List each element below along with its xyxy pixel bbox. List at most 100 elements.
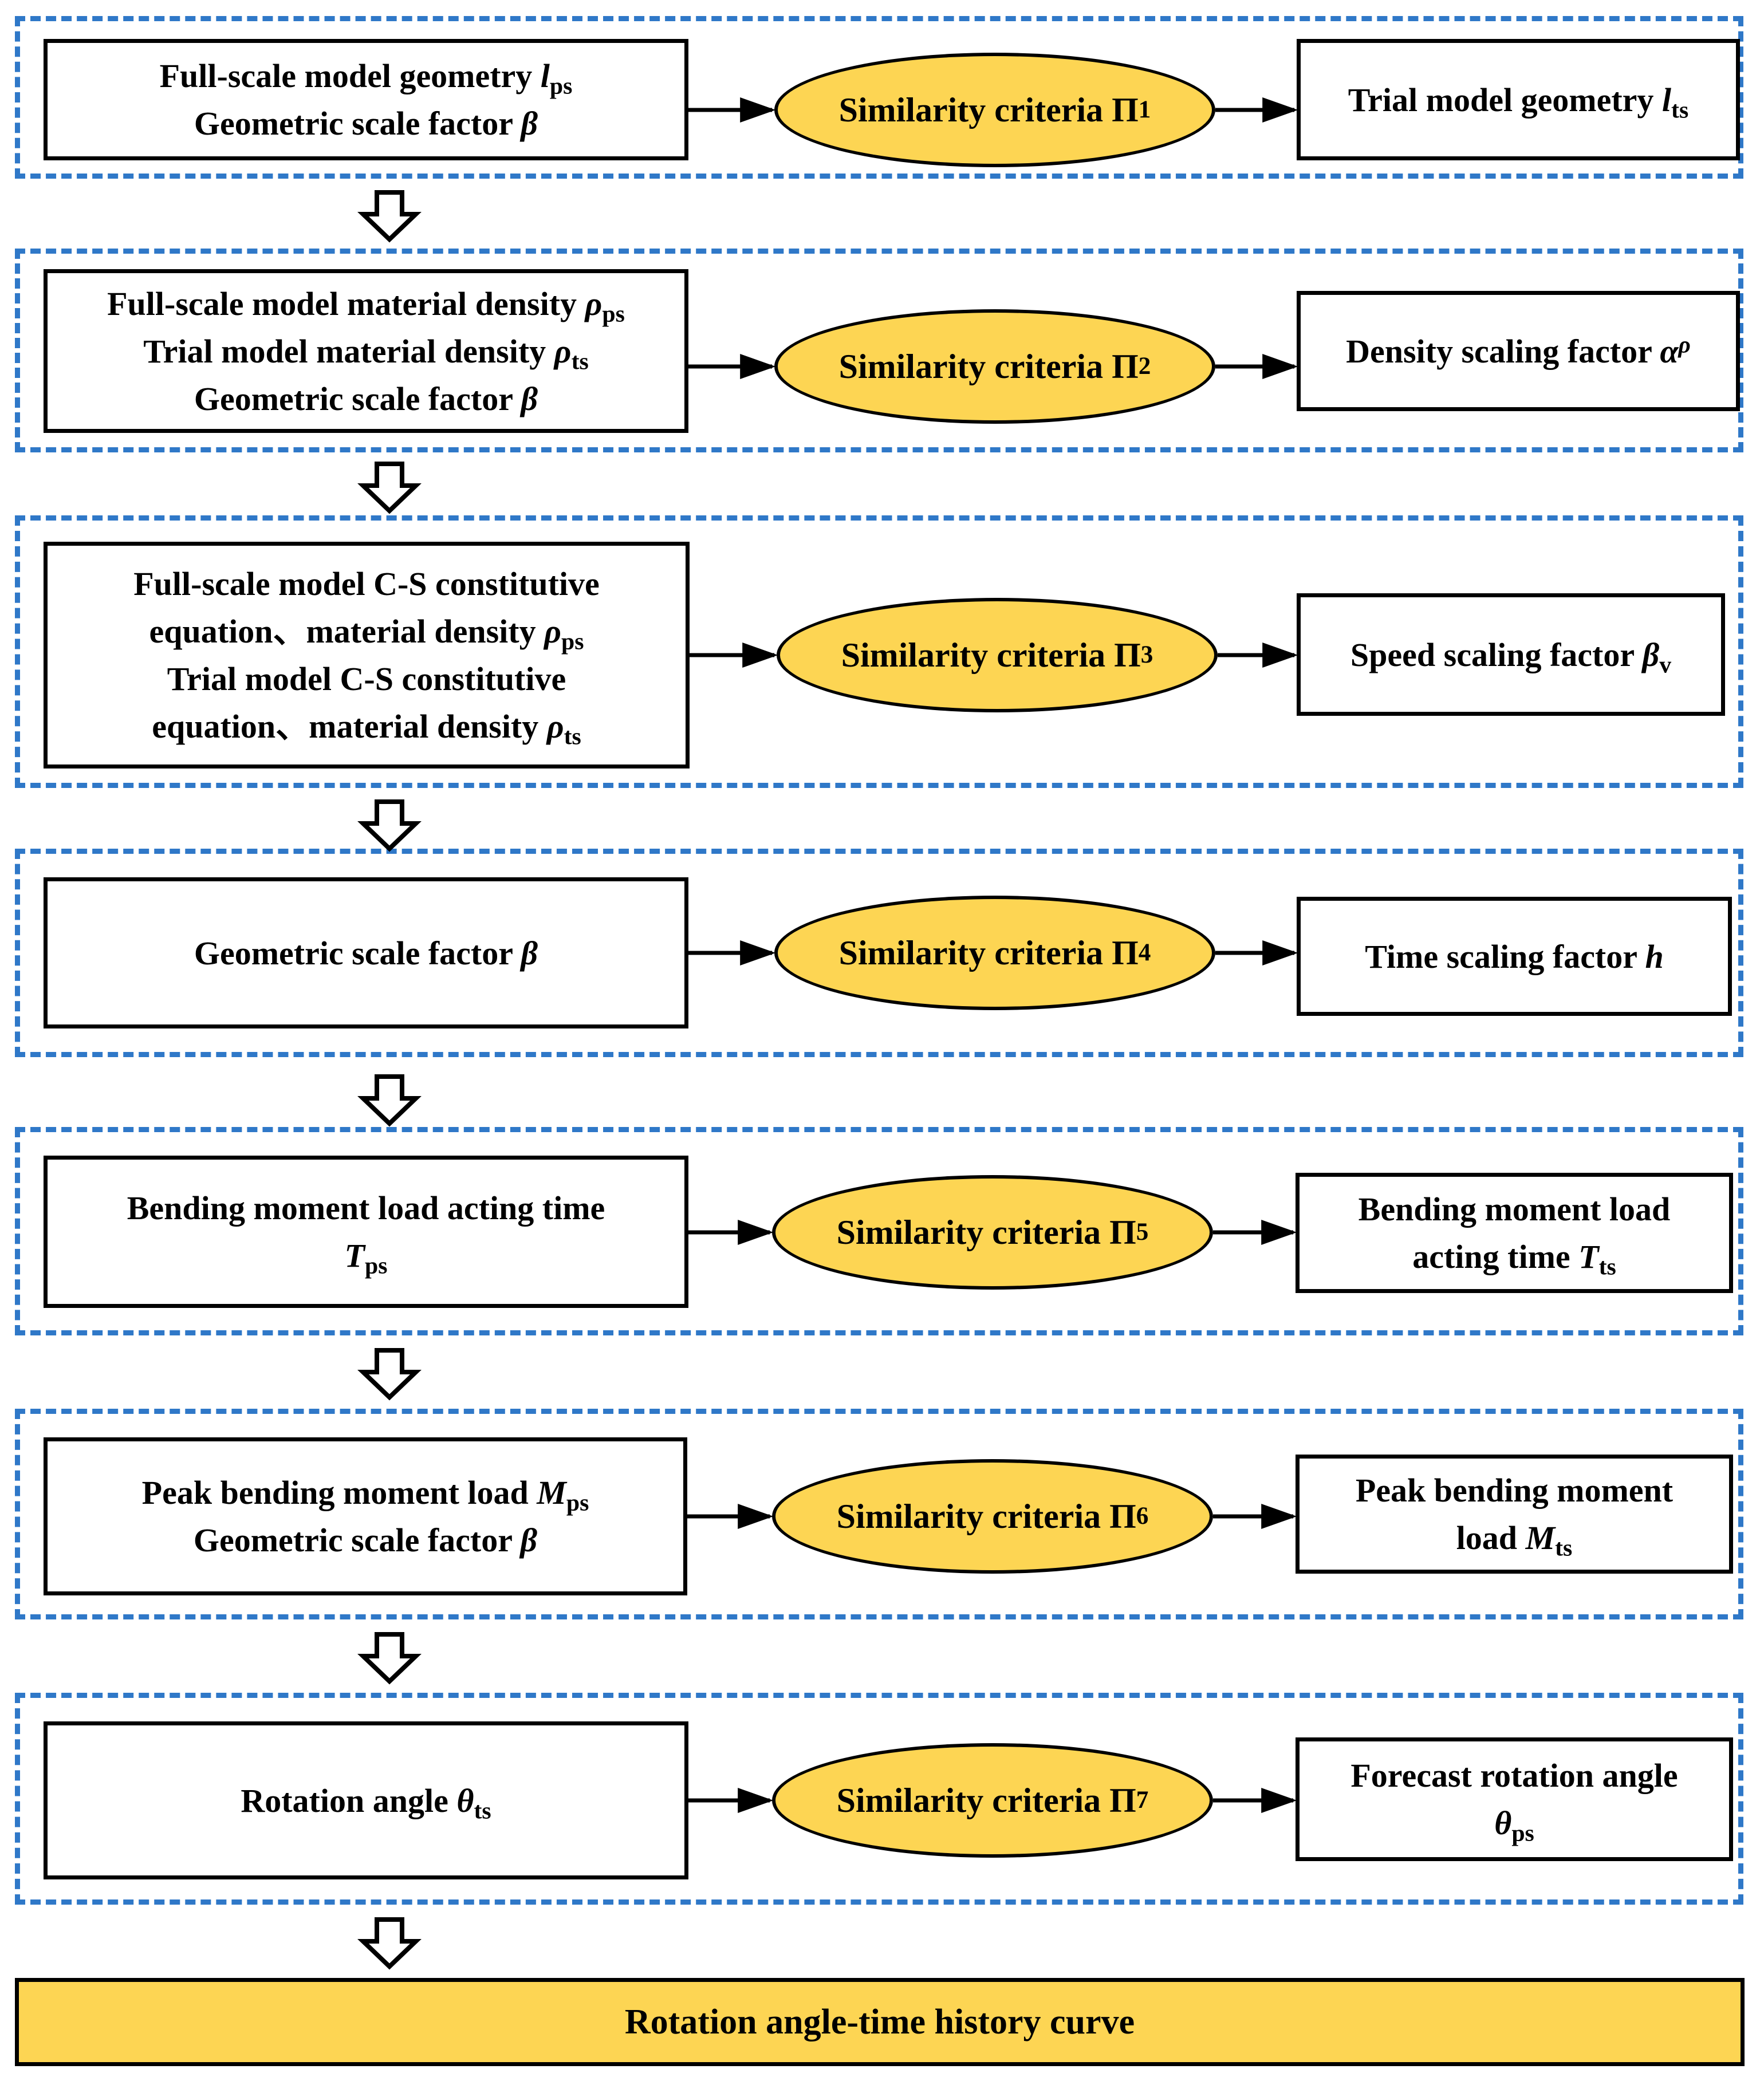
- text-line: load Mts: [1456, 1514, 1573, 1562]
- line-text: Trial model C-S constitutive: [167, 660, 566, 697]
- criterion-label: Similarity criteria Π: [836, 1213, 1136, 1251]
- line-text: Full-scale model material density: [107, 285, 585, 322]
- line-text: Peak bending moment: [1355, 1472, 1674, 1509]
- text-line: θps: [1494, 1799, 1534, 1847]
- line-text: Peak bending moment load: [141, 1474, 537, 1511]
- math-subscript: ps: [561, 628, 584, 655]
- down-flow-arrow-6: [357, 1632, 422, 1685]
- math-symbol: β: [521, 105, 538, 142]
- text-line: Full-scale model C-S constitutive: [133, 560, 600, 608]
- text-line: Bending moment load: [1359, 1185, 1671, 1233]
- math-subscript: ps: [602, 301, 625, 328]
- text-line: Full-scale model geometry lps: [160, 52, 573, 100]
- text-line: Geometric scale factor β: [194, 375, 538, 423]
- down-flow-arrow-1: [357, 190, 422, 243]
- line-text: Bending moment load acting time: [127, 1189, 605, 1227]
- criterion-label: Similarity criteria Π: [838, 933, 1139, 972]
- math-subscript: ts: [564, 723, 581, 750]
- math-symbol: h: [1645, 937, 1664, 975]
- math-subscript: v: [1659, 652, 1672, 679]
- down-flow-arrow-4: [357, 1074, 422, 1127]
- line-text: Time scaling factor: [1365, 937, 1645, 975]
- output-box-4: Time scaling factor h: [1297, 897, 1732, 1016]
- line-text: Forecast rotation angle: [1350, 1757, 1678, 1794]
- math-subscript: ts: [1598, 1254, 1616, 1280]
- line-text: Trial model geometry: [1348, 81, 1662, 119]
- line-text: Geometric scale factor: [194, 380, 521, 417]
- math-subscript: ts: [474, 1798, 491, 1824]
- criterion-label: Similarity criteria Π: [838, 347, 1139, 385]
- input-box-7: Rotation angle θts: [44, 1721, 688, 1879]
- math-symbol: β: [520, 1522, 538, 1559]
- math-symbol: θ: [456, 1782, 474, 1819]
- line-text: Full-scale model C-S constitutive: [133, 565, 600, 602]
- text-line: Peak bending moment load Mps: [142, 1469, 589, 1516]
- down-flow-arrow-5: [357, 1348, 422, 1401]
- line-text: Full-scale model geometry: [159, 57, 541, 94]
- line-text: Density scaling factor: [1346, 332, 1660, 370]
- math-symbol: l: [1661, 81, 1672, 119]
- text-line: equation、material density ρts: [152, 703, 581, 750]
- down-flow-arrow-3: [357, 799, 422, 852]
- output-box-2: Density scaling factor αρ: [1297, 291, 1740, 411]
- math-symbol: β: [521, 380, 538, 417]
- stage-group-2: [15, 249, 1743, 452]
- math-symbol: ρ: [554, 332, 572, 370]
- output-box-3: Speed scaling factor βv: [1297, 593, 1725, 716]
- input-box-4: Geometric scale factor β: [44, 877, 688, 1028]
- text-line: Geometric scale factor β: [194, 1516, 537, 1564]
- line-text: equation、material density: [149, 613, 545, 650]
- math-symbol: α: [1660, 332, 1679, 370]
- math-subscript: ts: [1555, 1535, 1573, 1562]
- math-symbol: T: [344, 1237, 365, 1274]
- output-box-7: Forecast rotation angle θps: [1296, 1737, 1733, 1861]
- output-box-1: Trial model geometry lts: [1297, 39, 1740, 160]
- output-box-5: Bending moment load acting time Tts: [1296, 1173, 1733, 1293]
- line-text: Geometric scale factor: [194, 105, 521, 142]
- math-symbol: T: [1578, 1238, 1599, 1275]
- text-line: acting time Tts: [1412, 1233, 1616, 1280]
- line-text: Rotation angle: [241, 1782, 457, 1819]
- final-result-box: Rotation angle-time history curve: [15, 1978, 1745, 2066]
- stage-group-1: [15, 16, 1743, 179]
- text-line: Geometric scale factor β: [194, 100, 538, 147]
- down-flow-arrow-2: [357, 462, 422, 514]
- text-line: Tps: [345, 1232, 388, 1279]
- math-symbol: ρ: [544, 613, 561, 650]
- line-text: equation、material density: [152, 708, 547, 745]
- math-subscript: ps: [566, 1489, 589, 1516]
- line-text: load: [1456, 1519, 1526, 1556]
- text-line: Peak bending moment: [1356, 1467, 1673, 1514]
- math-subscript: ps: [549, 73, 573, 100]
- text-line: Trial model material density ρts: [143, 328, 588, 375]
- math-subscript: ps: [1511, 1820, 1534, 1847]
- text-line: equation、material density ρps: [149, 608, 584, 655]
- line-text: Speed scaling factor: [1350, 636, 1643, 673]
- math-symbol: l: [540, 57, 550, 94]
- text-line: Trial model geometry lts: [1348, 76, 1688, 124]
- criterion-label: Similarity criteria Π: [838, 90, 1139, 129]
- line-text: Geometric scale factor: [194, 934, 521, 972]
- math-subscript: ps: [364, 1252, 388, 1279]
- math-symbol: M: [537, 1474, 566, 1511]
- text-line: Full-scale model material density ρps: [107, 280, 625, 328]
- final-result-label: Rotation angle-time history curve: [624, 2002, 1135, 2042]
- math-subscript: ts: [1671, 97, 1689, 124]
- stage-group-7: [15, 1693, 1743, 1905]
- line-text: Geometric scale factor: [193, 1522, 521, 1559]
- line-text: Bending moment load: [1358, 1191, 1671, 1228]
- criterion-label: Similarity criteria Π: [836, 1497, 1136, 1535]
- text-line: Speed scaling factor βv: [1350, 631, 1671, 679]
